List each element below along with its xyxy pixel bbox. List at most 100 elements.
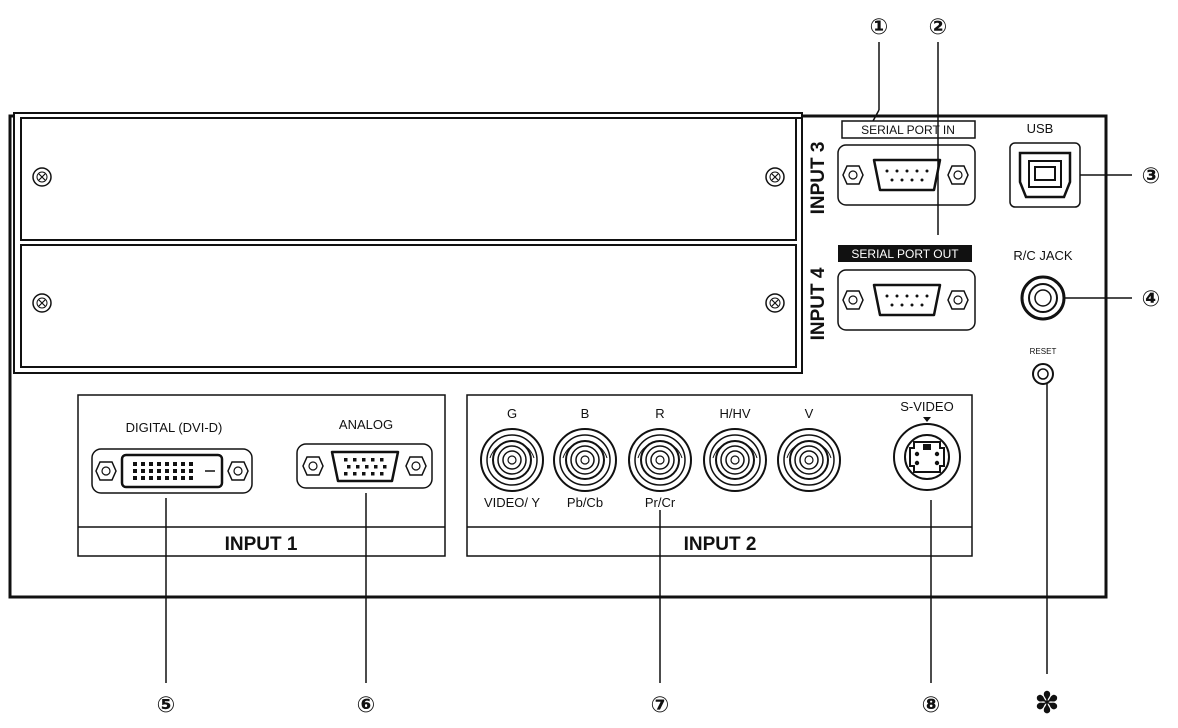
connector-pin xyxy=(133,462,137,466)
bnc-label-hhv: H/HV xyxy=(719,406,750,421)
slot-screw-icon xyxy=(32,293,52,313)
bnc-connector-icon xyxy=(777,428,841,492)
hexnut-icon xyxy=(842,165,864,185)
bnc-label-b: B xyxy=(581,406,590,421)
svideo-label: S-VIDEO xyxy=(900,399,953,414)
hexnut-icon xyxy=(842,290,864,310)
connector-pin xyxy=(141,476,145,480)
connector-pin xyxy=(189,462,193,466)
svideo-arrow-icon xyxy=(923,417,931,422)
callout-1: ① xyxy=(870,15,889,40)
connector-pin xyxy=(173,462,177,466)
connector-pin xyxy=(380,458,384,462)
hexnut-icon xyxy=(947,290,969,310)
connector-pin xyxy=(353,472,357,476)
connector-pin xyxy=(165,462,169,466)
callout-leaders xyxy=(165,42,1132,683)
connector-pin xyxy=(149,476,153,480)
connector-pin xyxy=(371,458,375,462)
connector-pin xyxy=(149,469,153,473)
bnc-sublabel-video-y: VIDEO/ Y xyxy=(484,495,540,510)
rc-jack-label: R/C JACK xyxy=(1013,248,1073,263)
usb-port: USB xyxy=(1009,121,1081,208)
connector-pin xyxy=(347,465,351,469)
connector-pin xyxy=(374,465,378,469)
connector-pin xyxy=(362,472,366,476)
bnc-connector-icon xyxy=(480,428,544,492)
connector-pin xyxy=(141,469,145,473)
slot-screw-icon xyxy=(765,167,785,187)
connector-pin xyxy=(356,465,360,469)
callout-7: ⑦ xyxy=(651,693,670,718)
connector-pin xyxy=(344,472,348,476)
connector-pin xyxy=(157,462,161,466)
serial-port-in: SERIAL PORT IN xyxy=(837,120,976,206)
connector-pin xyxy=(362,458,366,462)
connector-pin xyxy=(181,476,185,480)
connector-pin xyxy=(365,465,369,469)
connector-pin xyxy=(371,472,375,476)
connector-pin xyxy=(165,476,169,480)
callout-4: ④ xyxy=(1142,287,1161,312)
rc-jack: R/C JACK xyxy=(1013,248,1073,321)
input4-slot xyxy=(20,244,797,368)
connector-pin xyxy=(380,472,384,476)
input4-label: INPUT 4 xyxy=(808,267,829,340)
bnc-label-v: V xyxy=(805,406,814,421)
connector-pin xyxy=(189,469,193,473)
dvi-label: DIGITAL (DVI-D) xyxy=(126,420,223,435)
slot-screw-icon xyxy=(765,293,785,313)
callout-2: ② xyxy=(929,15,948,40)
reset-label: RESET xyxy=(1030,347,1057,356)
dvi-connector-icon xyxy=(120,453,224,489)
input3-label: INPUT 3 xyxy=(808,142,829,215)
serial-port-in-label: SERIAL PORT IN xyxy=(861,123,955,137)
panel-outline xyxy=(8,114,1108,599)
connector-pin xyxy=(173,469,177,473)
connector-pin xyxy=(353,458,357,462)
input3-slot xyxy=(20,117,802,241)
input2-panel: INPUT 2 G B R H/HV V VIDEO/ Y Pb/Cb Pr/C… xyxy=(466,394,973,557)
input1-panel: INPUT 1 DIGITAL (DVI-D) ANALOG xyxy=(77,394,446,557)
connector-pin xyxy=(173,476,177,480)
hexnut-icon xyxy=(302,456,324,476)
slot-screw-icon xyxy=(32,167,52,187)
callout-5: ⑤ xyxy=(157,693,176,718)
input1-title: INPUT 1 xyxy=(225,534,298,555)
connector-pin xyxy=(133,469,137,473)
connector-pin xyxy=(344,458,348,462)
connector-pin xyxy=(149,462,153,466)
connector-pin xyxy=(181,462,185,466)
bnc-connector-icon xyxy=(628,428,692,492)
serial-port-out: SERIAL PORT OUT xyxy=(837,245,976,331)
input2-title: INPUT 2 xyxy=(684,534,757,555)
bnc-sublabel-pr-cr: Pr/Cr xyxy=(645,495,676,510)
bnc-label-g: G xyxy=(507,406,517,421)
db9-connector-icon xyxy=(872,158,942,192)
bnc-connector-icon xyxy=(703,428,767,492)
callout-3: ③ xyxy=(1142,164,1161,189)
bnc-sublabel-pb-cb: Pb/Cb xyxy=(567,495,603,510)
callout-asterisk: ✽ xyxy=(1034,686,1059,721)
usb-label: USB xyxy=(1027,121,1054,136)
bnc-label-r: R xyxy=(655,406,664,421)
reset-button: RESET xyxy=(1030,347,1057,385)
callout-6: ⑥ xyxy=(357,693,376,718)
connector-pin xyxy=(157,476,161,480)
hexnut-icon xyxy=(227,461,249,481)
db9-connector-icon xyxy=(872,283,942,317)
connector-pin xyxy=(189,476,193,480)
hexnut-icon xyxy=(947,165,969,185)
connector-pin xyxy=(383,465,387,469)
connector-pin xyxy=(165,469,169,473)
connector-pin xyxy=(133,476,137,480)
card-slot-bay: INPUT 3 INPUT 4 xyxy=(13,112,829,374)
connector-pin xyxy=(141,462,145,466)
callout-8: ⑧ xyxy=(922,693,941,718)
connector-pin xyxy=(157,469,161,473)
bnc-connector-icon xyxy=(553,428,617,492)
serial-port-out-label: SERIAL PORT OUT xyxy=(851,247,959,261)
analog-label: ANALOG xyxy=(339,417,393,432)
hexnut-icon xyxy=(405,456,427,476)
